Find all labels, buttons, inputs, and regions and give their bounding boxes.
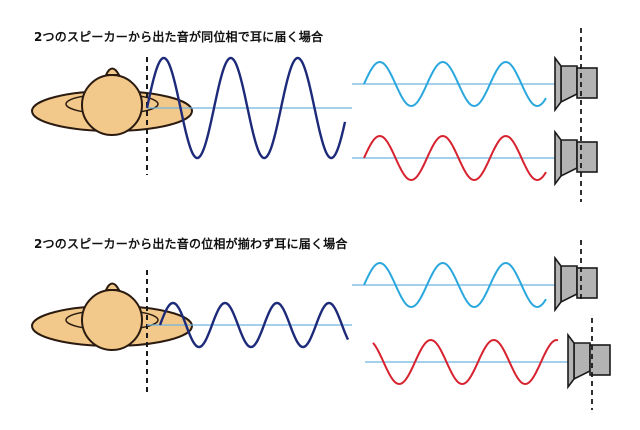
caption-out-of-phase: 2つのスピーカーから出た音の位相が揃わず耳に届く場合 <box>34 237 348 251</box>
combined-wave <box>145 56 347 160</box>
caption-in-phase: 2つのスピーカーから出た音が同位相で耳に届く場合 <box>34 30 324 44</box>
speaker-side-icon <box>554 129 598 187</box>
speaker-side-icon <box>554 55 598 113</box>
speaker-1-wave <box>363 60 547 108</box>
head-top-view-icon <box>31 282 193 351</box>
speaker-2-wave <box>372 338 559 386</box>
combined-wave <box>158 301 350 349</box>
speaker-side-icon <box>567 332 611 390</box>
head-top-view-icon <box>31 67 193 136</box>
speaker-1-wave <box>363 261 547 309</box>
scenario-out-of-phase <box>31 240 611 410</box>
speaker-2-wave <box>363 134 547 182</box>
speaker-side-icon <box>554 255 598 313</box>
scenario-in-phase <box>31 28 598 202</box>
